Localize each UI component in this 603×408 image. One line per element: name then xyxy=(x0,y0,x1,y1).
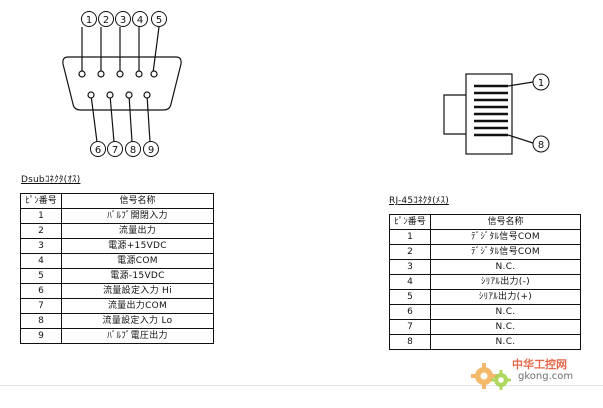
pin-cell: 7 xyxy=(389,319,431,335)
pin-cell: 5 xyxy=(20,268,62,284)
footer-divider xyxy=(0,385,603,386)
dsub-pin-label: 9 xyxy=(148,145,154,156)
rj45-pin-callout xyxy=(532,73,550,91)
dsub-pin-callout xyxy=(98,11,114,27)
pin-cell: 6 xyxy=(389,304,431,320)
signal-cell: 電源+15VDC xyxy=(61,238,214,254)
pin-number-header: ﾋﾟﾝ番号 xyxy=(389,214,431,230)
signal-name-header: 信号名称 xyxy=(61,193,214,209)
pin-cell: 3 xyxy=(20,238,62,254)
watermark-url: gkong.com xyxy=(518,371,574,382)
dsub-pin-label: 5 xyxy=(156,15,162,26)
pin-cell: 4 xyxy=(20,253,62,269)
pin-cell: 6 xyxy=(20,283,62,299)
dsub-pin-callout xyxy=(143,141,159,157)
dsub-pin-label: 7 xyxy=(112,145,118,156)
pin-cell: 1 xyxy=(389,229,431,245)
signal-cell: N.C. xyxy=(430,334,581,350)
dsub-pin-label: 2 xyxy=(103,15,109,26)
dsub-pin-callout xyxy=(125,141,141,157)
dsub-caption: Dsubｺﾈｸﾀ(ｵｽ) xyxy=(21,175,81,185)
signal-cell: 電源COM xyxy=(61,253,214,269)
dsub-pin-callout xyxy=(90,141,106,157)
rj45-connector xyxy=(443,73,534,155)
signal-cell: ﾃﾞｼﾞﾀﾙ信号COM xyxy=(430,244,581,260)
pin-cell: 4 xyxy=(389,274,431,290)
pin-cell: 8 xyxy=(389,334,431,350)
signal-cell: 流量設定入力 Lo xyxy=(61,313,214,329)
dsub-pin-contacts xyxy=(78,70,158,99)
dsub-pin-callout xyxy=(132,11,148,27)
dsub-pin-callout xyxy=(81,11,97,27)
pin-cell: 3 xyxy=(389,259,431,275)
signal-cell: ｼﾘｱﾙ出力(+) xyxy=(430,289,581,305)
dsub-pin-label: 8 xyxy=(130,145,136,156)
watermark: 中华工控网 gkong.com xyxy=(468,354,598,394)
dsub-pin-label: 6 xyxy=(95,145,101,156)
signal-cell: ｼﾘｱﾙ出力(-) xyxy=(430,274,581,290)
gear-icon xyxy=(471,363,511,390)
dsub-pin-label: 3 xyxy=(120,15,126,26)
pin-cell: 2 xyxy=(20,223,62,239)
signal-cell: N.C. xyxy=(430,304,581,320)
dsub-pin-callout xyxy=(115,11,131,27)
signal-cell: 流量出力 xyxy=(61,223,214,239)
signal-cell: ﾃﾞｼﾞﾀﾙ信号COM xyxy=(430,229,581,245)
dsub-connector xyxy=(62,26,182,143)
rj45-caption: RJ-45ｺﾈｸﾀ(ﾒｽ) xyxy=(389,196,449,206)
signal-cell: 電源-15VDC xyxy=(61,268,214,284)
signal-name-header: 信号名称 xyxy=(430,214,581,230)
signal-cell: ﾊﾞﾙﾌﾞ開閉入力 xyxy=(61,208,214,224)
rj45-pin-label: 1 xyxy=(538,78,544,89)
pin-cell: 8 xyxy=(20,313,62,329)
watermark-title: 中华工控网 xyxy=(512,358,567,371)
rj45-pin-label: 8 xyxy=(538,140,544,151)
pin-number-header: ﾋﾟﾝ番号 xyxy=(20,193,62,209)
dsub-pin-callout xyxy=(151,11,167,27)
dsub-pin-label: 1 xyxy=(86,15,92,26)
signal-cell: 流量設定入力 Hi xyxy=(61,283,214,299)
pin-cell: 1 xyxy=(20,208,62,224)
dsub-pin-label: 4 xyxy=(137,15,143,26)
signal-cell: 流量出力COM xyxy=(61,298,214,314)
signal-cell: N.C. xyxy=(430,319,581,335)
dsub-pin-callout xyxy=(107,141,123,157)
signal-cell: N.C. xyxy=(430,259,581,275)
signal-cell: ﾊﾞﾙﾌﾞ電圧出力 xyxy=(61,328,214,344)
pin-cell: 9 xyxy=(20,328,62,344)
rj45-pin-callout xyxy=(532,135,550,153)
pin-cell: 5 xyxy=(389,289,431,305)
pin-cell: 2 xyxy=(389,244,431,260)
pin-cell: 7 xyxy=(20,298,62,314)
